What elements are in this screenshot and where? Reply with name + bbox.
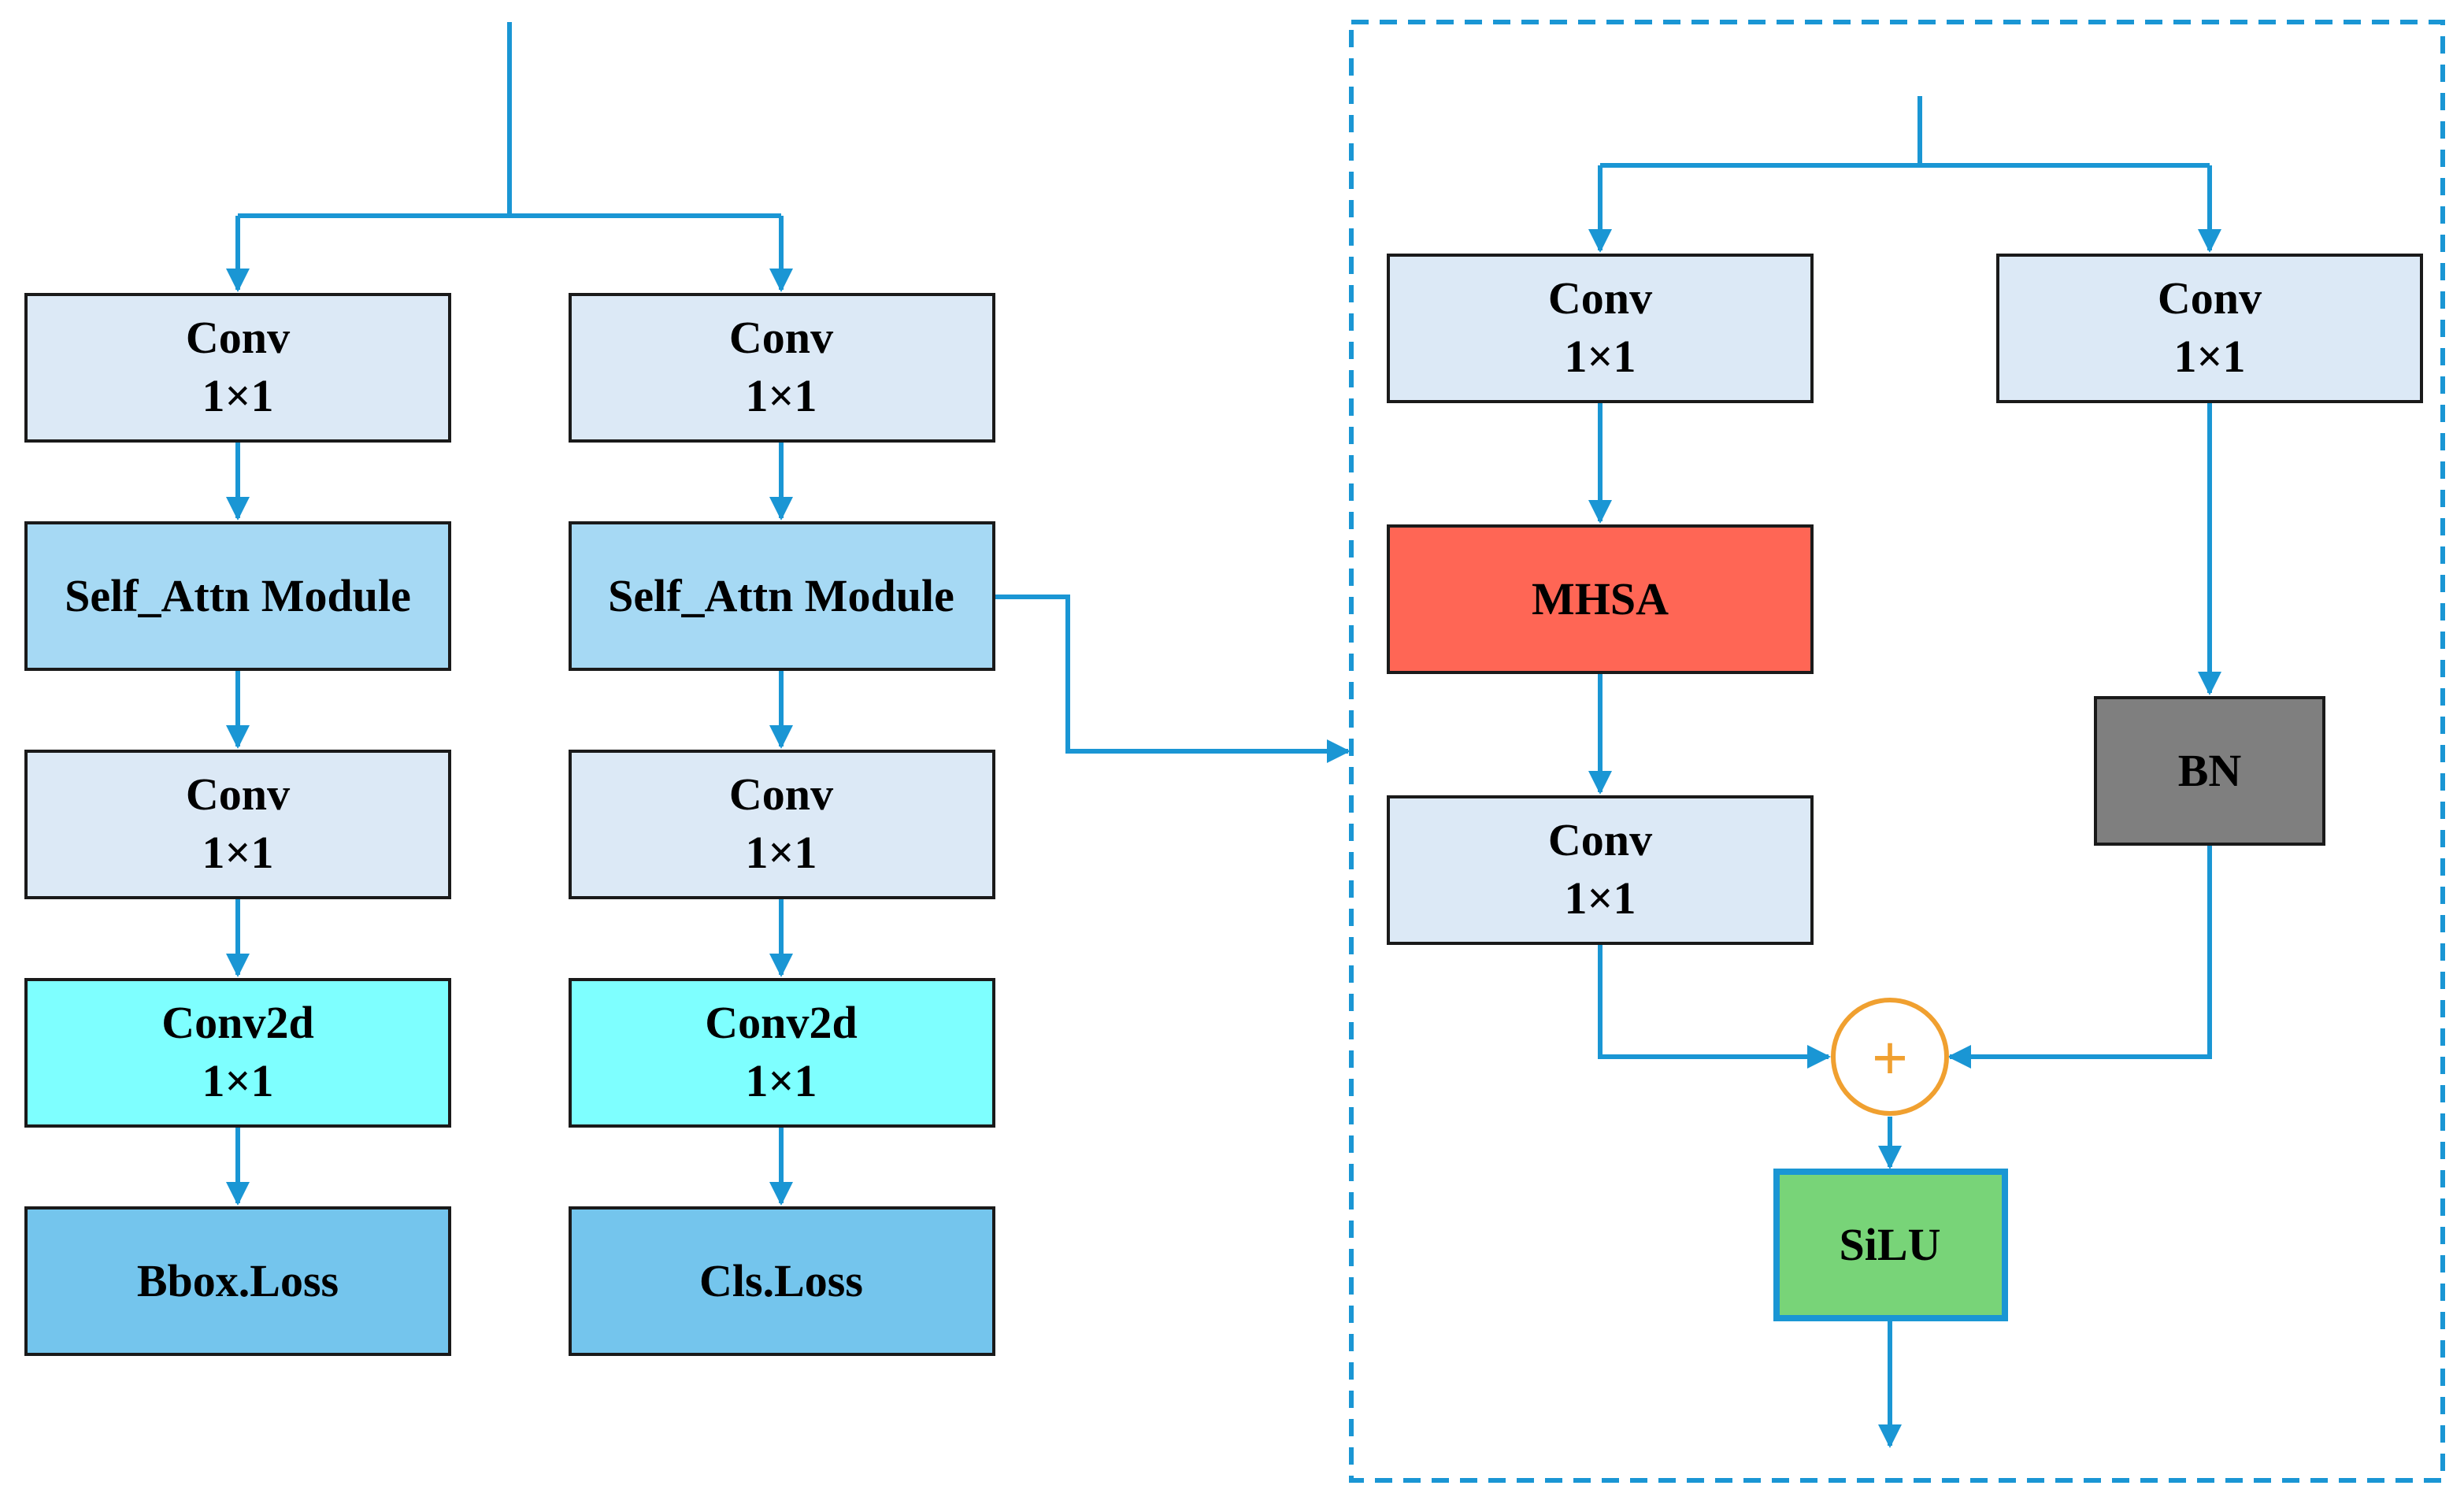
module-bn-label: BN <box>2178 745 2242 796</box>
head-2-conv-a: Conv 1×1 <box>569 293 995 443</box>
head-1-self-attn-label: Self_Attn Module <box>65 570 411 621</box>
head-1-loss-label: Bbox.Loss <box>137 1255 339 1306</box>
head-1-loss: Bbox.Loss <box>24 1206 451 1356</box>
module-connectors <box>1588 96 2221 1448</box>
head-1-conv-b-size: 1×1 <box>202 827 273 878</box>
module-silu-label: SiLU <box>1840 1219 1941 1270</box>
plus-icon: + <box>1872 1023 1908 1092</box>
head-1-conv-a-label: Conv <box>186 312 290 363</box>
head-1-conv2d: Conv2d 1×1 <box>24 978 451 1128</box>
module-out-conv-label: Conv <box>1548 814 1652 865</box>
head-1-conv-b: Conv 1×1 <box>24 750 451 899</box>
head-1-self-attn: Self_Attn Module <box>24 521 451 671</box>
head-2-self-attn-label: Self_Attn Module <box>608 570 954 621</box>
left-connectors <box>226 22 1351 1206</box>
head-2-conv2d-size: 1×1 <box>745 1055 817 1106</box>
module-sum-node: + <box>1831 998 1949 1116</box>
module-silu: SiLU <box>1773 1169 2008 1321</box>
head-2-conv-a-label: Conv <box>729 312 833 363</box>
head-2-conv2d: Conv2d 1×1 <box>569 978 995 1128</box>
head-2-conv-a-size: 1×1 <box>745 370 817 421</box>
head-1-conv-a: Conv 1×1 <box>24 293 451 443</box>
head-1-conv2d-size: 1×1 <box>202 1055 273 1106</box>
head-1-conv2d-label: Conv2d <box>161 997 313 1048</box>
module-right-conv-size: 1×1 <box>2173 331 2245 382</box>
head-2-conv-b-label: Conv <box>729 769 833 820</box>
module-left-conv: Conv 1×1 <box>1387 254 1814 403</box>
module-out-conv: Conv 1×1 <box>1387 795 1814 945</box>
head-2-conv-b: Conv 1×1 <box>569 750 995 899</box>
head-2: Conv 1×1 Self_Attn Module Conv 1×1 Conv2… <box>569 293 995 1356</box>
head-2-self-attn: Self_Attn Module <box>569 521 995 671</box>
module-left-conv-label: Conv <box>1548 272 1652 324</box>
head-2-conv-b-size: 1×1 <box>745 827 817 878</box>
module-mhsa: MHSA <box>1387 524 1814 674</box>
sum-circle-icon <box>1831 998 1949 1116</box>
module-out-conv-size: 1×1 <box>1564 872 1636 924</box>
module-right-conv: Conv 1×1 <box>1996 254 2423 403</box>
module-left-conv-size: 1×1 <box>1564 331 1636 382</box>
head-2-loss-label: Cls.Loss <box>699 1255 863 1306</box>
module-bn: BN <box>2094 696 2325 846</box>
head-2-conv2d-label: Conv2d <box>705 997 857 1048</box>
module-right-conv-label: Conv <box>2158 272 2262 324</box>
head-2-loss: Cls.Loss <box>569 1206 995 1356</box>
module-mhsa-label: MHSA <box>1532 573 1669 624</box>
head-1: Conv 1×1 Self_Attn Module Conv 1×1 Conv2… <box>24 293 451 1356</box>
head-1-conv-a-size: 1×1 <box>202 370 273 421</box>
module-dashed-border <box>1349 20 2445 1483</box>
head-1-conv-b-label: Conv <box>186 769 290 820</box>
